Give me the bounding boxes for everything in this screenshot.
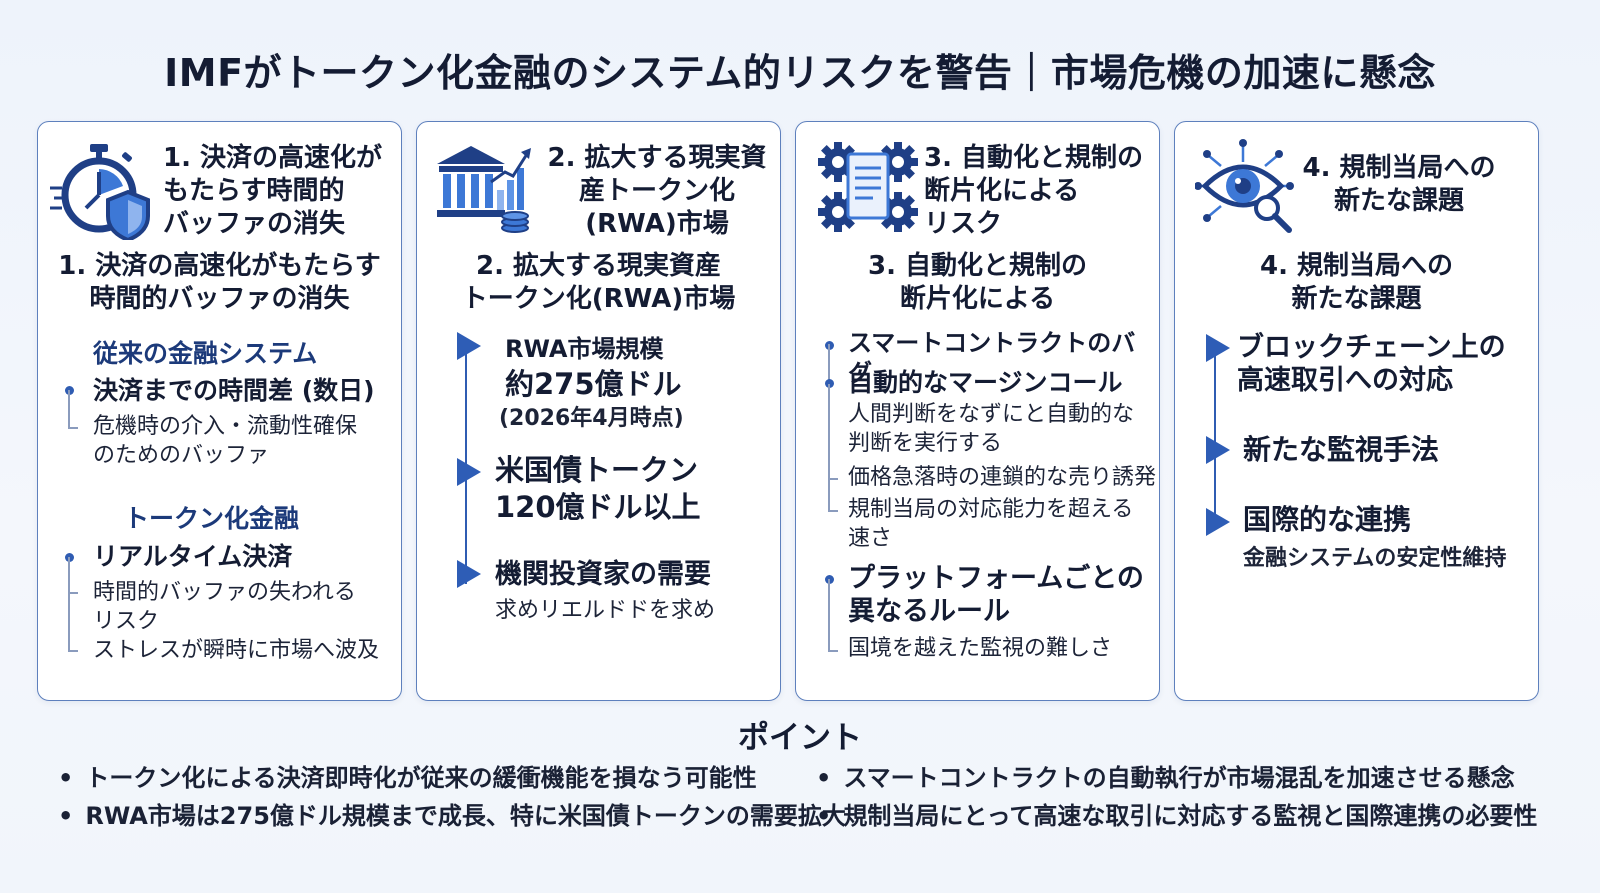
card-3-heading: 3. 自動化と規制の 断片化による リスク	[924, 143, 1144, 239]
card-3-subheading: 3. 自動化と規制の 断片化による	[867, 251, 1088, 314]
point-item: トークン化による決済即時化が従来の緩衝機能を損なう可能性	[58, 758, 756, 793]
tokenized-main: リアルタイム決済	[93, 542, 293, 571]
section-traditional-finance: 従来の金融システム	[93, 339, 318, 368]
section-tokenized-finance: トークン化金融	[124, 504, 300, 533]
card-rwa-market: 2. 拡大する現実資 産トークン化 (RWA)市場 2. 拡大する現実資産 トー…	[416, 121, 781, 701]
auto-margin-detail-2: 価格急落時の連鎖的な売り誘発	[848, 465, 1157, 490]
arrow-marker	[1206, 436, 1230, 464]
traditional-detail: 危機時の介入・流動性確保 のためのバッファ	[93, 414, 358, 468]
arrow-marker	[457, 560, 481, 588]
auto-margin-call: 自動的なマージンコール	[848, 368, 1123, 397]
tokenized-detail-1: 時間的バッファの失われる リスク	[93, 580, 356, 634]
points-title: ポイント	[738, 720, 862, 756]
stopwatch-shield-icon	[50, 144, 150, 240]
point-item: 規制当局にとって高速な取引に対応する監視と国際連携の必要性	[816, 796, 1537, 831]
platform-rules-detail: 国境を越えた監視の難しさ	[848, 636, 1113, 661]
tokenized-detail-2: ストレスが瞬時に市場へ波及	[93, 638, 380, 663]
point-item: RWA市場は275億ドル規模まで成長、特に米国債トークンの需要拡大	[58, 796, 846, 831]
treasury-token: 米国債トークン 120億ドル以上	[495, 453, 701, 524]
page-title: IMFがトークン化金融のシステム的リスクを警告｜市場危機の加速に懸念	[164, 51, 1436, 95]
card-1-heading: 1. 決済の高速化が もたらす時間的 バッファの消失	[163, 143, 383, 239]
card-2-subheading: 2. 拡大する現実資産 トークン化(RWA)市場	[461, 251, 736, 314]
blockchain-high-speed: ブロックチェーン上の 高速取引への対応	[1237, 332, 1506, 396]
arrow-marker	[457, 458, 481, 486]
arrow-marker	[1206, 508, 1230, 536]
rwa-size-value: 約275億ドル	[505, 367, 682, 401]
card-4-heading: 4. 規制当局への 新たな課題	[1302, 153, 1496, 216]
arrow-marker	[1206, 334, 1230, 362]
auto-margin-detail-1: 人間判断をなずにと自動的な 判断を実行する	[848, 402, 1135, 456]
gears-document-icon	[818, 142, 918, 232]
smart-contract-bug: スマートコントラクトのバグ	[848, 329, 1136, 387]
card-automation-fragmentation: 3. 自動化と規制の 断片化による リスク 3. 自動化と規制の 断片化による …	[795, 121, 1160, 701]
international-cooperation-note: 金融システムの安定性維持	[1243, 546, 1507, 571]
card-1-subheading: 1. 決済の高速化がもたらす 時間的バッファの消失	[58, 251, 381, 314]
eye-network-magnifier-icon	[1195, 139, 1294, 233]
institutional-demand: 機関投資家の需要	[495, 559, 711, 590]
arrow-marker	[457, 332, 481, 360]
international-cooperation: 国際的な連携	[1243, 503, 1412, 536]
card-2-heading: 2. 拡大する現実資 産トークン化 (RWA)市場	[547, 143, 767, 239]
bank-coins-chart-icon	[437, 146, 531, 233]
platform-rules: プラットフォームごとの 異なるルール	[848, 563, 1144, 627]
institutional-demand-note: 求めリエルドドを求め	[495, 598, 716, 623]
traditional-main: 決済までの時間差 (数日)	[93, 376, 375, 405]
bullet-dot	[825, 379, 834, 388]
new-monitoring: 新たな監視手法	[1243, 433, 1440, 466]
auto-margin-detail-3: 規制当局の対応能力を超える 速さ	[848, 497, 1134, 551]
rwa-size-date: (2026年4月時点)	[499, 406, 684, 431]
card-regulator-challenges: 4. 規制当局への 新たな課題 4. 規制当局への 新たな課題 ブロックチェーン…	[1174, 121, 1539, 701]
point-item: スマートコントラクトの自動執行が市場混乱を加速させる懸念	[816, 758, 1514, 793]
card-4-subheading: 4. 規制当局への 新たな課題	[1259, 251, 1454, 314]
rwa-size-label: RWA市場規模	[505, 335, 664, 363]
card-settlement-speed: 1. 決済の高速化が もたらす時間的 バッファの消失 1. 決済の高速化がもたら…	[37, 121, 402, 701]
